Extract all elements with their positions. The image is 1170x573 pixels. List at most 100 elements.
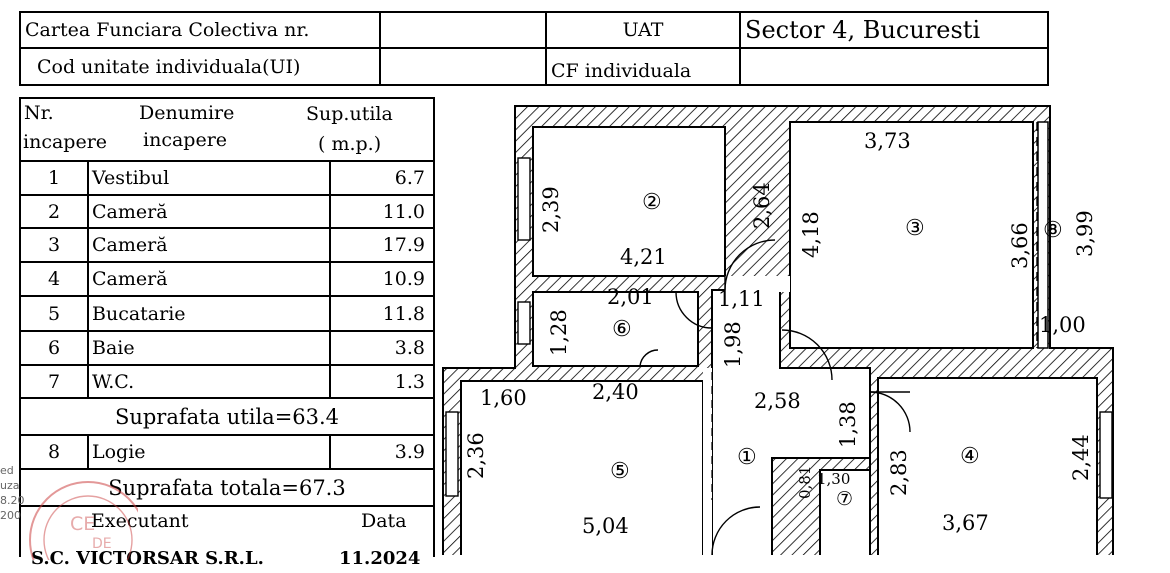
door-swing <box>675 291 713 329</box>
dim-label: 2,36 <box>464 432 488 479</box>
window <box>517 157 531 241</box>
door-swing <box>724 239 776 291</box>
room-nr: 3 <box>21 229 89 261</box>
uat-value: Sector 4, Bucuresti <box>741 13 1047 49</box>
room-nr: 1 <box>21 162 89 194</box>
dim-label: 2,39 <box>539 186 563 233</box>
dim-label: 2,64 <box>750 182 774 229</box>
room-name: Cameră <box>89 229 331 261</box>
uat-label: UAT <box>547 13 741 49</box>
room-number-7: ⑦ <box>836 488 853 510</box>
executant-label: Executant <box>91 510 189 532</box>
logia-rail <box>1037 121 1049 349</box>
room-nr: 2 <box>21 196 89 227</box>
logie-row: 8 Logie 3.9 <box>21 434 433 468</box>
col-nr-line2: incapere <box>23 131 108 153</box>
dim-label: 1,28 <box>547 309 571 356</box>
room-number-4: ④ <box>960 444 980 469</box>
carte-funciara-value <box>381 13 547 49</box>
room-nr: 4 <box>21 263 89 295</box>
door-swing <box>781 329 833 381</box>
dim-label: 2,40 <box>592 380 639 404</box>
cf-individuala-label: CF individuala <box>547 49 741 86</box>
col-nr-line1: Nr. <box>24 102 54 124</box>
col-area-line1: Sup.utila <box>306 103 393 125</box>
executant-row: Executant Data <box>21 505 433 535</box>
cod-unitate-value <box>381 49 547 86</box>
stamp-seal-icon <box>29 481 138 560</box>
stamp-text: 8.20 <box>0 494 25 507</box>
col-area-line2: ( m.p.) <box>318 133 382 155</box>
dim-label: 1,38 <box>836 401 860 448</box>
room-number-5: ⑤ <box>610 459 630 484</box>
dim-label: 4,18 <box>799 211 823 258</box>
room-name: Vestibul <box>89 162 331 194</box>
table-row: 5 Bucatarie 11.8 <box>21 295 433 330</box>
stamp-text: 200 <box>0 509 21 522</box>
data-label: Data <box>361 510 407 532</box>
suprafata-utila: Suprafata utila=63.4 <box>114 404 340 429</box>
room-name: Bucatarie <box>89 297 331 330</box>
col-name-line1: Denumire <box>139 102 235 124</box>
room-area: 1.3 <box>394 370 425 393</box>
stamp-text: CE <box>70 513 96 535</box>
floor-plan: ② ③ ⑧ ⑥ ① ④ ⑤ ⑦ 2,39 4,21 2,64 3,73 4,18… <box>442 105 1114 555</box>
table-row: 6 Baie 3.8 <box>21 330 433 364</box>
dim-label: 4,21 <box>620 245 667 269</box>
dim-label: 2,44 <box>1069 434 1093 481</box>
dim-label: 1,30 <box>817 470 850 488</box>
dim-label: 5,04 <box>582 514 629 538</box>
room-number-6: ⑥ <box>612 317 632 342</box>
window <box>517 301 531 345</box>
room-name: Cameră <box>89 196 331 227</box>
room-area: 10.9 <box>382 268 425 290</box>
wc-walls <box>771 457 871 555</box>
dim-label: 2,01 <box>607 285 654 309</box>
room-number-2: ② <box>642 190 662 215</box>
dim-label: 3,66 <box>1008 222 1032 269</box>
dim-label: 1,60 <box>480 386 527 410</box>
room-name: Baie <box>89 332 331 364</box>
window <box>1099 411 1113 499</box>
dim-label: 2,83 <box>887 449 911 496</box>
data-value: 11.2024 <box>339 547 421 569</box>
window <box>445 411 459 497</box>
table-row: 7 W.C. 1.3 <box>21 364 433 397</box>
table-row: 1 Vestibul 6.7 <box>21 160 433 194</box>
room-number-1: ① <box>737 445 757 470</box>
room-nr: 5 <box>21 297 89 330</box>
dim-label: 1,11 <box>718 287 765 311</box>
room-nr: 7 <box>21 366 89 397</box>
stamp-fragment: ed uza 8.20 200 <box>0 463 25 523</box>
dim-label: 3,73 <box>864 129 911 153</box>
room-nr: 6 <box>21 332 89 364</box>
col-name-line2: incapere <box>143 129 228 151</box>
cf-individuala-value <box>741 49 1047 86</box>
dim-label: 2,58 <box>754 389 801 413</box>
room-number-8: ⑧ <box>1043 218 1063 243</box>
room-name: W.C. <box>89 366 331 397</box>
dim-label: 1,98 <box>721 321 745 368</box>
stamp-text: uza <box>0 479 20 492</box>
stamp-text: ed <box>0 464 14 477</box>
stamp-text: DE <box>92 536 112 552</box>
room-area: 3.8 <box>394 337 425 359</box>
room-area: 3.9 <box>394 441 425 463</box>
suprafata-utila-row: Suprafata utila=63.4 <box>21 397 433 434</box>
room-nr: 8 <box>21 436 89 468</box>
table-row: 2 Cameră 11.0 <box>21 194 433 227</box>
room-area: 11.8 <box>382 302 425 325</box>
dim-label: 3,67 <box>942 511 989 535</box>
table-row: 4 Cameră 10.9 <box>21 261 433 295</box>
room-area: 6.7 <box>394 167 425 189</box>
dim-label: 0,81 <box>796 466 814 499</box>
suprafata-totala-row: Suprafata totala=67.3 <box>21 468 433 505</box>
room-area: 17.9 <box>382 234 425 256</box>
table-row: 3 Cameră 17.9 <box>21 227 433 261</box>
room-name: Logie <box>89 436 331 468</box>
header-table: Cartea Funciara Colectiva nr. UAT Sector… <box>19 11 1049 86</box>
dim-label: 1,00 <box>1039 313 1086 337</box>
dim-label: 3,99 <box>1073 210 1097 257</box>
suprafata-totala: Suprafata totala=67.3 <box>108 475 346 500</box>
cod-unitate-label: Cod unitate individuala(UI) <box>21 49 381 86</box>
